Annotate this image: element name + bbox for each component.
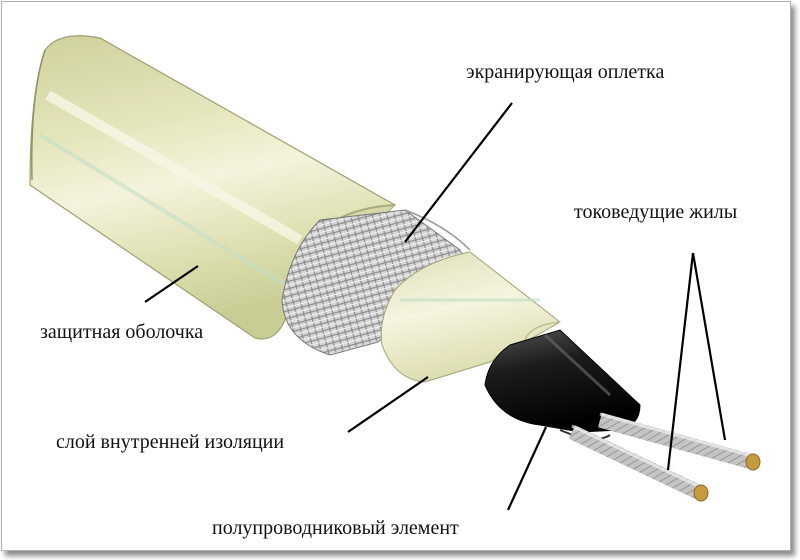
label-outer-jacket: защитная оболочка [40, 321, 204, 343]
leader-conductor-a [666, 252, 695, 471]
semiconductor-element [484, 329, 641, 440]
label-inner-insulation: слой внутренней изоляции [56, 431, 285, 453]
leader-shield-braid [404, 102, 513, 243]
label-conductors: токоведущие жилы [574, 201, 738, 223]
leader-semiconductor [506, 426, 548, 511]
label-shield-braid: экранирующая оплетка [466, 61, 665, 83]
leader-outer-jacket [144, 265, 199, 303]
label-semiconductor: полупроводниковый элемент [212, 517, 459, 539]
leader-conductor-b [691, 252, 727, 441]
leader-inner-insulation [347, 376, 429, 433]
conductor-wires [568, 412, 761, 502]
inner-insulation [380, 251, 561, 383]
shield-braid [281, 209, 471, 356]
leader-lines [144, 102, 727, 511]
